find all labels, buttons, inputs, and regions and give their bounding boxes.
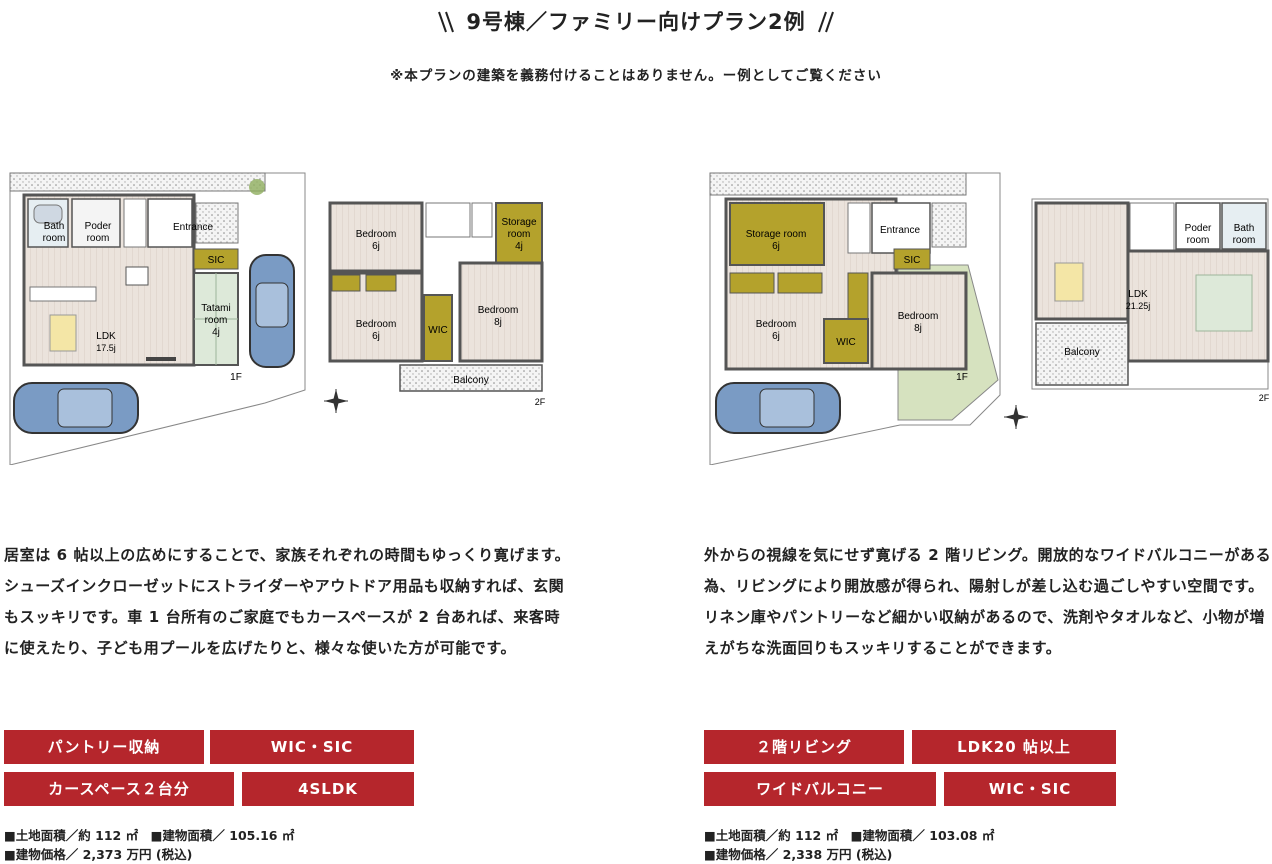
sic-block-b bbox=[893, 248, 931, 270]
label-bed3-size: 8j bbox=[494, 317, 502, 328]
plan-b-specs: ■土地面積／約 112 ㎡ ■建物面積／ 103.08 ㎡ ■建物価格／ 2,3… bbox=[704, 826, 994, 864]
slash-left-icon bbox=[438, 11, 455, 33]
disclaimer: ※本プランの建築を義務付けることはありません。ー例としてご覧ください bbox=[390, 68, 882, 84]
label-storage-2: room bbox=[508, 229, 531, 240]
plan-b-description: 外からの視線を気にせず寛げる 2 階リビング。開放的なワイドバルコニーがある為、… bbox=[704, 546, 1272, 657]
tag-pantry: パントリー収納 bbox=[4, 730, 204, 764]
car-icon-a1 bbox=[249, 254, 295, 368]
wic-block bbox=[423, 294, 453, 362]
label-bed1: Bedroom bbox=[356, 229, 397, 240]
plan-a-spec-area: ■土地面積／約 112 ㎡ ■建物面積／ 105.16 ㎡ bbox=[4, 828, 295, 843]
label-wic: WIC bbox=[428, 325, 447, 336]
page-title: 9号棟／ファミリー向けプラン2例 bbox=[0, 6, 1272, 36]
label-ldk-2: 17.5j bbox=[96, 343, 116, 353]
plan-a-description: 居室は 6 帖以上の広めにすることで、家族それぞれの時間もゆっくり寛げます。シュ… bbox=[4, 546, 571, 657]
label-bed2-size: 6j bbox=[372, 331, 380, 342]
label-bed1-size: 6j bbox=[372, 241, 380, 252]
tag-4sldk: 4SLDK bbox=[242, 772, 414, 806]
label-ldk: LDK bbox=[96, 331, 116, 342]
label-entrance-b: Entrance bbox=[880, 225, 920, 236]
hedge bbox=[9, 172, 266, 192]
tag-wic-sic: WIC・SIC bbox=[210, 730, 414, 764]
car-icon-b bbox=[715, 382, 841, 434]
compass-icon bbox=[324, 389, 348, 413]
label-storage-b: Storage room bbox=[746, 229, 807, 240]
label-storage-3: 4j bbox=[515, 241, 523, 252]
label-tatami-2: room bbox=[205, 315, 228, 326]
label-storage-b-2: 6j bbox=[772, 241, 780, 252]
label-2f-b: 2F bbox=[1259, 393, 1270, 403]
storage-block-b bbox=[729, 202, 825, 266]
label-bed3: Bedroom bbox=[478, 305, 519, 316]
label-entrance: Entrance bbox=[173, 222, 213, 233]
wic-block-b bbox=[823, 318, 869, 364]
car-icon-a2 bbox=[13, 382, 139, 434]
label-tatami: Tatami bbox=[201, 303, 230, 314]
plan-b-spec-price: ■建物価格／ 2,338 万円 (税込) bbox=[704, 847, 893, 862]
label-sic: SIC bbox=[208, 255, 225, 266]
plan-b-floorplan: Storage room 6j Entrance SIC Bedroom 6j … bbox=[709, 172, 1270, 465]
label-balcony-b: Balcony bbox=[1064, 347, 1100, 358]
sic-block bbox=[193, 248, 239, 270]
label-1f-b: 1F bbox=[956, 372, 968, 383]
tag-2f-living: ２階リビング bbox=[704, 730, 904, 764]
label-2f: 2F bbox=[535, 397, 546, 407]
label-bed1-b-size: 6j bbox=[772, 331, 780, 342]
label-poder-b: Poder bbox=[1185, 223, 1212, 234]
tag-car-space: カースペース２台分 bbox=[4, 772, 234, 806]
label-sic-b: SIC bbox=[904, 255, 921, 266]
compass-icon-b bbox=[1004, 405, 1028, 429]
label-bath-2: room bbox=[43, 233, 66, 244]
label-bed2: Bedroom bbox=[356, 319, 397, 330]
label-poder-b-2: room bbox=[1187, 235, 1210, 246]
tag-ldk20: LDK20 帖以上 bbox=[912, 730, 1116, 764]
label-bed1-b: Bedroom bbox=[756, 319, 797, 330]
title-text: 9号棟／ファミリー向けプラン2例 bbox=[466, 10, 806, 34]
label-poder: Poder bbox=[85, 221, 112, 232]
tag-wide-balcony: ワイドバルコニー bbox=[704, 772, 936, 806]
label-bed2-b: Bedroom bbox=[898, 311, 939, 322]
label-1f: 1F bbox=[230, 372, 242, 383]
label-ldk-b-2: 21.25j bbox=[1126, 301, 1151, 311]
plan-a-spec-price: ■建物価格／ 2,373 万円 (税込) bbox=[4, 847, 193, 862]
label-bath-b-2: room bbox=[1233, 235, 1256, 246]
label-bath: Bath bbox=[44, 221, 65, 232]
plan-a-specs: ■土地面積／約 112 ㎡ ■建物面積／ 105.16 ㎡ ■建物価格／ 2,3… bbox=[4, 826, 294, 864]
label-wic-b: WIC bbox=[836, 337, 855, 348]
label-poder-2: room bbox=[87, 233, 110, 244]
plan-b-spec-area: ■土地面積／約 112 ㎡ ■建物面積／ 103.08 ㎡ bbox=[704, 828, 995, 843]
label-tatami-3: 4j bbox=[212, 327, 220, 338]
label-storage: Storage bbox=[501, 217, 536, 228]
tag-wic-sic-b: WIC・SIC bbox=[944, 772, 1116, 806]
slash-right-icon bbox=[817, 11, 834, 33]
label-bed2-b-size: 8j bbox=[914, 323, 922, 334]
storage-block bbox=[495, 202, 543, 268]
label-balcony: Balcony bbox=[453, 375, 489, 386]
label-ldk-b: LDK bbox=[1128, 289, 1148, 300]
label-bath-b: Bath bbox=[1234, 223, 1255, 234]
plan-a-floorplan: Bath room Poder room Entrance SIC Tatami… bbox=[9, 172, 546, 465]
